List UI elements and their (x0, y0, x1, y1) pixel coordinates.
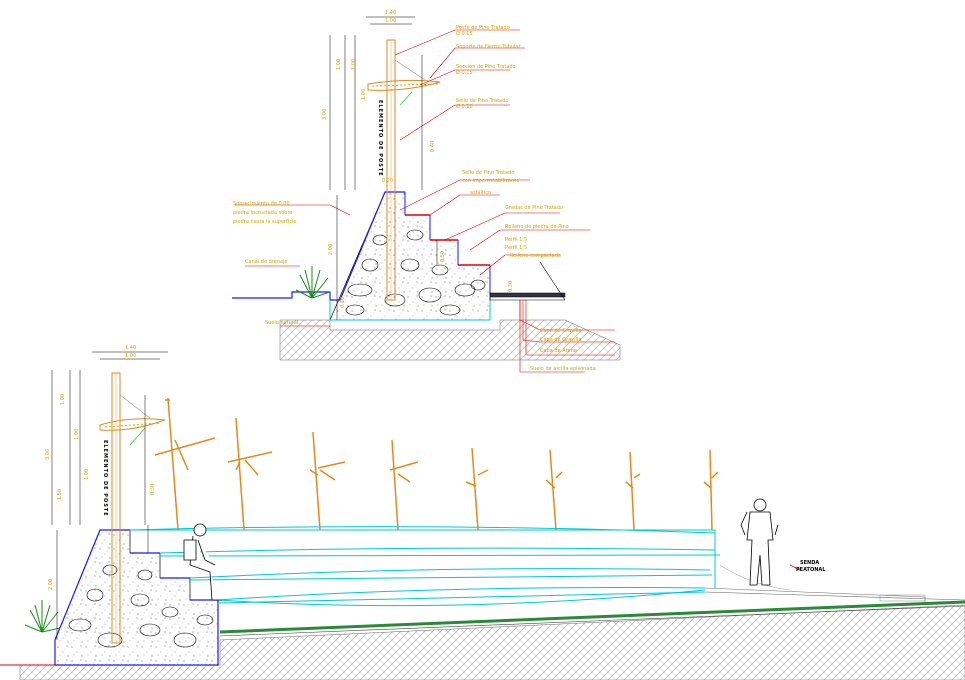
upper-note-22: Capa de Arena (540, 348, 577, 354)
upper-note-8: Sello de Pino Tratado (462, 170, 515, 176)
upper-note-17: Perfil 1:5 (505, 245, 528, 251)
upper-note-24: Suelo natural (265, 320, 299, 326)
lower-path-label-1: SENDA (800, 560, 820, 566)
upper-note-4: Sección de Pino Tratado (456, 64, 516, 70)
upper-crossbar (367, 79, 441, 91)
upper-dim-height-1: 1.00 (336, 58, 342, 70)
upper-dim-height-9: 0.30 (508, 280, 514, 292)
lower-dim-height-4: 3.00 (45, 448, 51, 460)
upper-stone-wall (329, 191, 491, 321)
upper-note-2: Ø 0.15 (456, 31, 473, 37)
upper-note-5: Ø 0.15 (456, 70, 473, 76)
lower-dim-height-2: 1.00 (74, 428, 80, 440)
upper-note-14: Gradas de Pino Tratado (505, 205, 564, 211)
upper-vertical-label: ELEMENTO DE POSTE (377, 100, 383, 177)
lower-path-label-2: PEATONAL (796, 567, 826, 573)
upper-section (232, 16, 621, 373)
lower-blue-outline (54, 529, 219, 666)
upper-note-20: Capa de Gravilla (540, 328, 582, 334)
upper-dim-height-3: 1.00 (361, 88, 367, 100)
lower-dim-height-6: 2.00 (48, 578, 54, 590)
upper-dim-height-2: 1.00 (351, 58, 357, 70)
upper-note-23: Suelo de arcilla apisonada (530, 366, 596, 372)
upper-post-label: 0.20 (382, 178, 394, 184)
lower-dim-height-7: 0.30 (150, 483, 156, 495)
upper-note-15: Perfil 1:5 (505, 237, 528, 243)
seated-person (183, 523, 222, 601)
upper-cyan-base (329, 300, 491, 321)
lower-vertical-label: ELEMENTO DE POSTE (102, 440, 108, 517)
upper-note-3: Soporte de Fierro/ Tubular (456, 44, 521, 50)
lower-dimensions (51, 351, 168, 640)
upper-dim-height-8: 0.50 (440, 250, 446, 262)
upper-dim-width-1: 1.40 (385, 10, 397, 16)
upper-leaders (235, 29, 615, 373)
upper-stones (345, 229, 486, 316)
upper-note-18: Relleno compactado (510, 253, 561, 259)
walking-person (740, 498, 779, 586)
upper-note-21: Capa de Gravilla (540, 337, 582, 343)
lower-cyan-steps (129, 526, 721, 607)
lower-dim-width-2: 1.00 (125, 353, 137, 359)
upper-note-12: piedra incrustada sobre (233, 210, 293, 216)
lower-posts-row (154, 397, 719, 531)
upper-blue-outline (232, 191, 405, 301)
upper-note-10: asfáltico (470, 190, 492, 196)
upper-dim-height-6: 0.50 (340, 296, 346, 308)
lower-ground-strip (219, 600, 965, 634)
lower-path (704, 591, 965, 601)
lower-soil (19, 604, 965, 680)
upper-dim-height-5: 2.00 (328, 243, 334, 255)
upper-note-9: con impermeabilizante (462, 178, 520, 184)
upper-note-16: Relleno de piedra de Pino (505, 224, 569, 230)
lower-dim-height-3: 1.00 (84, 468, 90, 480)
upper-dim-width-2: 1.00 (385, 18, 397, 24)
lower-dim-height-1: 1.00 (60, 393, 66, 405)
upper-soil (279, 319, 621, 361)
upper-blue-steps (404, 192, 491, 300)
lower-stones (68, 564, 214, 648)
upper-note-1: Poste de Pino Tratado (456, 25, 510, 31)
upper-note-7: Ø 0.10 (456, 104, 473, 110)
upper-dim-height-4: 3.00 (322, 108, 328, 120)
lower-section (0, 351, 965, 680)
upper-paving (489, 292, 566, 298)
lower-dim-width-1: 1.40 (125, 345, 137, 351)
upper-note-19: Canal de drenaje (245, 259, 288, 265)
lower-dim-height-5: 1.50 (57, 488, 63, 500)
upper-note-11: Sobrecimiento de 0.00 (233, 201, 290, 207)
upper-dimensions (329, 16, 438, 320)
upper-plant (295, 266, 331, 299)
upper-note-13: piedra hasta la superficie (233, 219, 297, 225)
upper-note-6: Sello de Pino Tratado (456, 98, 509, 104)
upper-red-steps (405, 214, 490, 266)
lower-plant (24, 600, 61, 633)
upper-dim-height-7: 0.40 (430, 140, 436, 152)
